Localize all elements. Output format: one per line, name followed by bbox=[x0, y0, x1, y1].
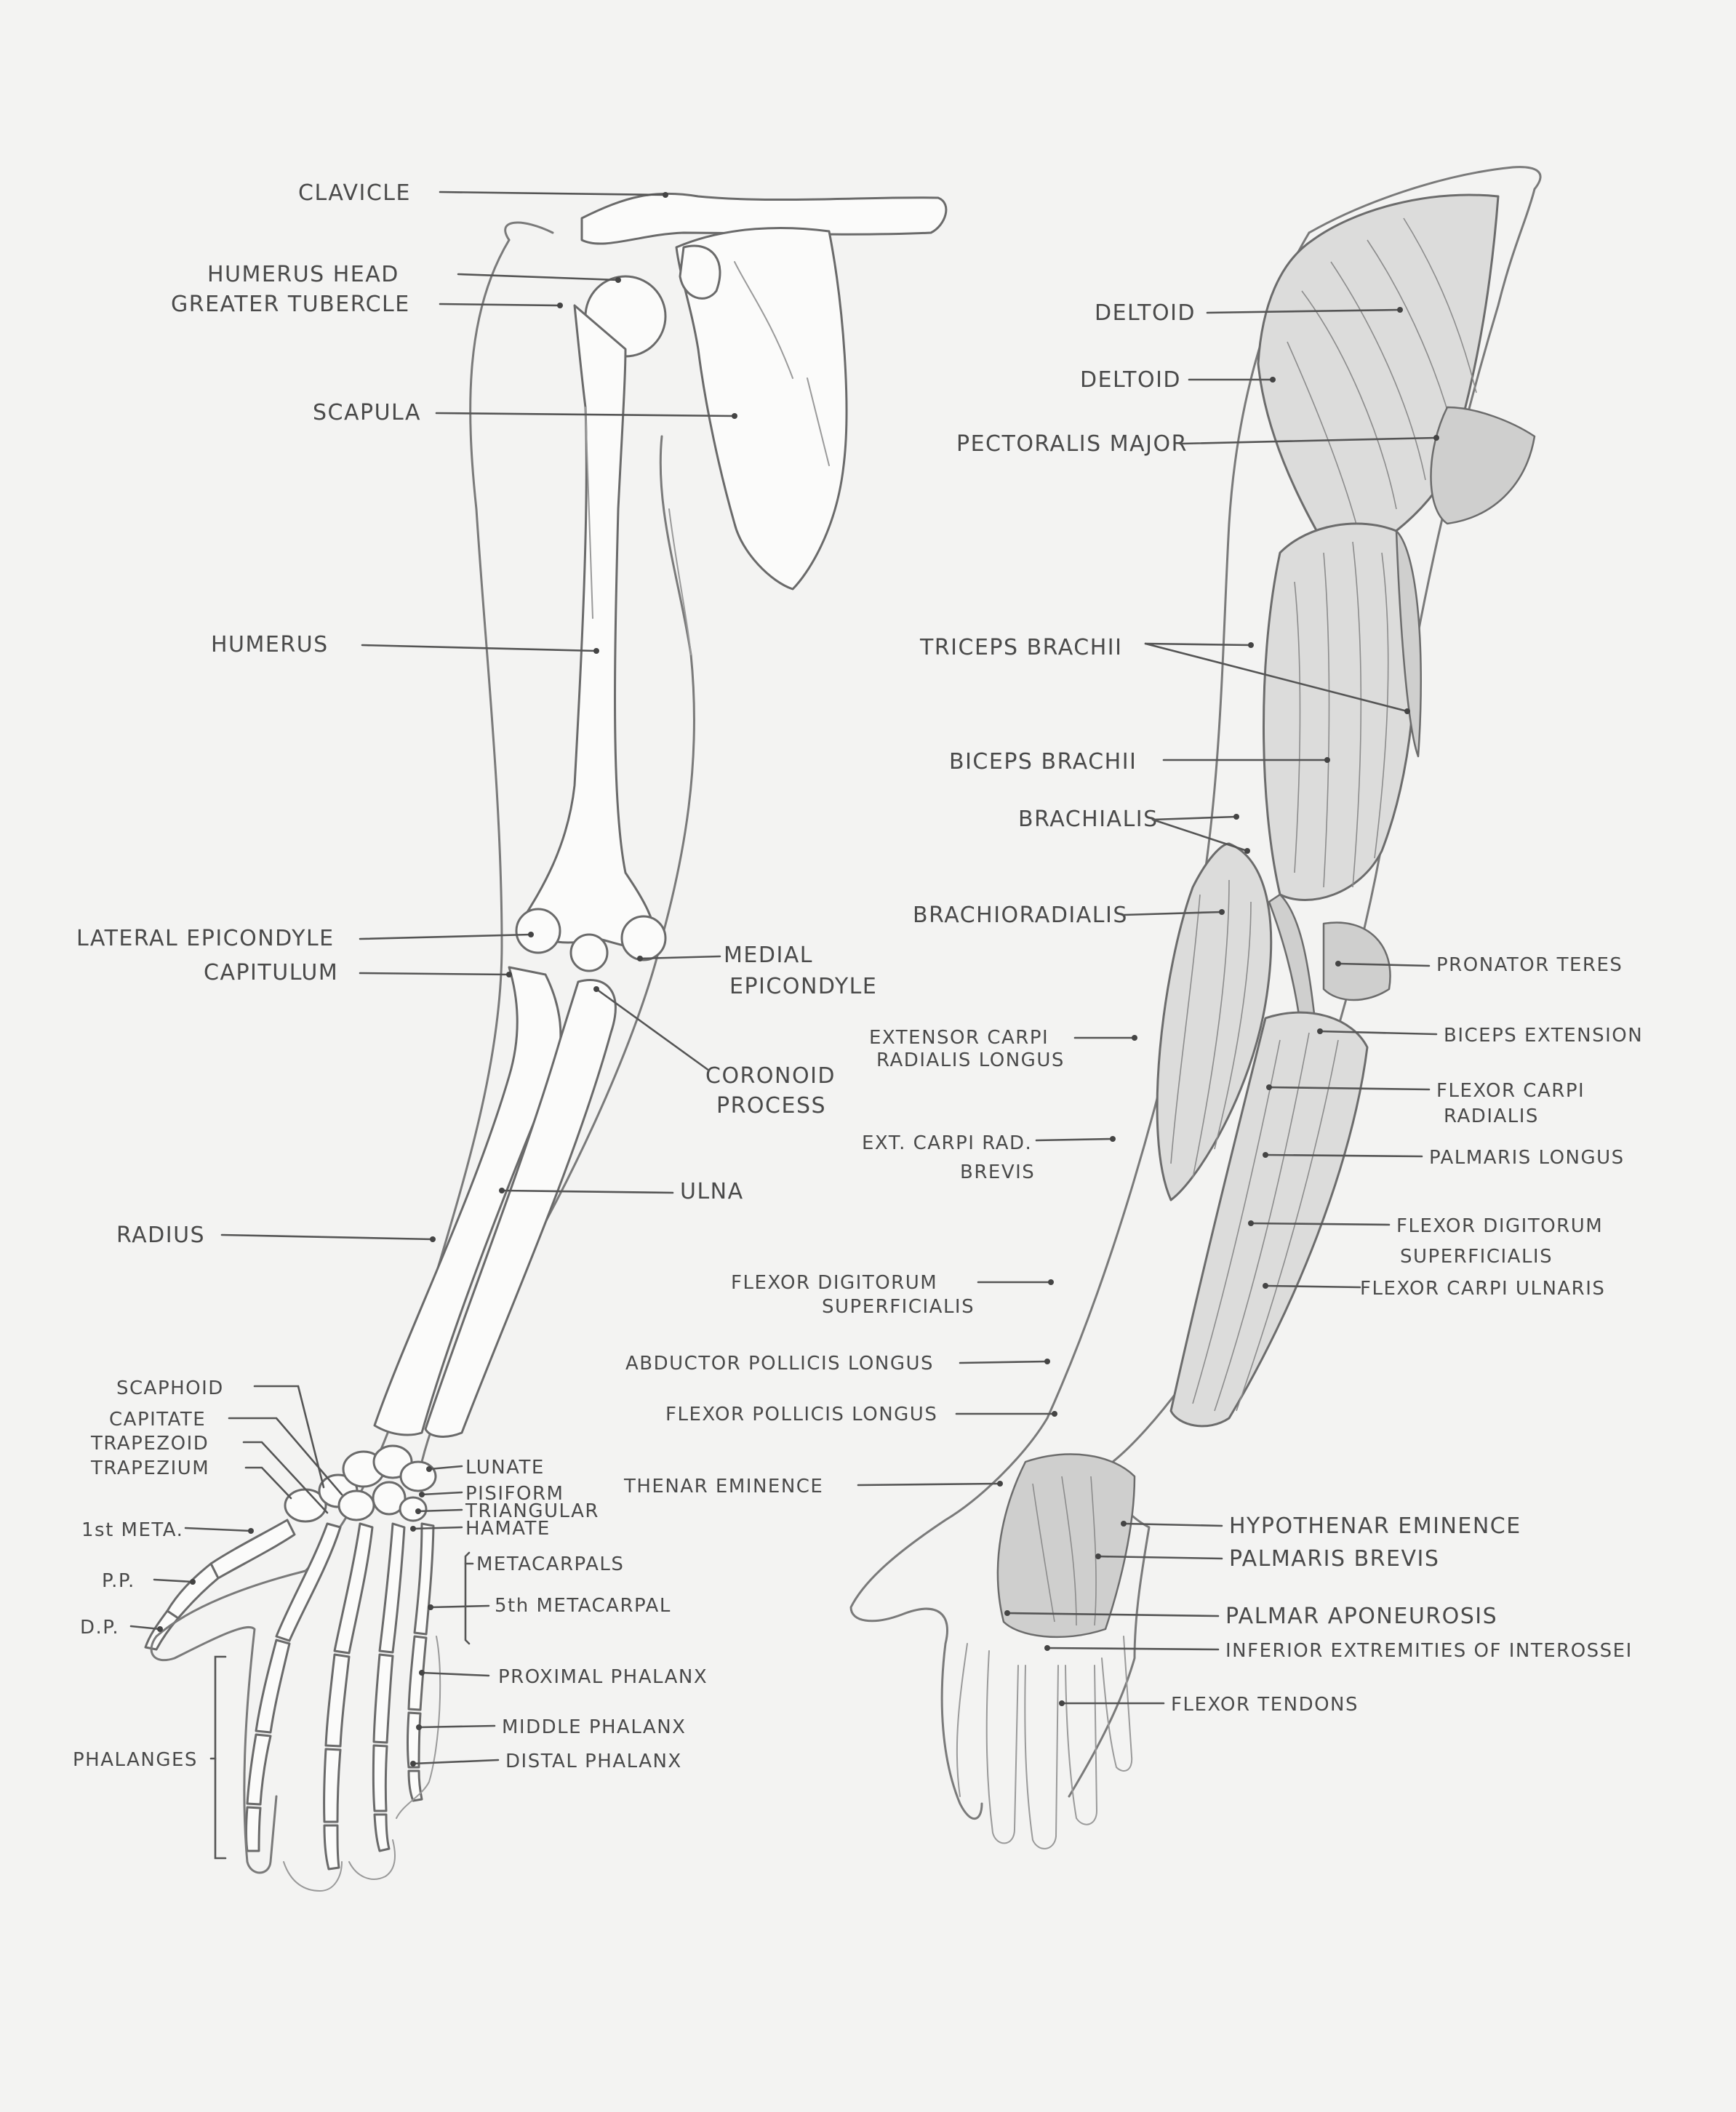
label-radius: RADIUS bbox=[116, 1223, 205, 1248]
label-interossei: INFERIOR EXTREMITIES OF INTEROSSEI bbox=[1225, 1640, 1633, 1662]
label-fds-left-1: FLEXOR DIGITORUM bbox=[731, 1272, 937, 1294]
biceps-muscle bbox=[1263, 522, 1416, 901]
triceps-muscle bbox=[1395, 529, 1422, 758]
thumb-bones bbox=[144, 1519, 296, 1651]
label-distal-phalanx: DISTAL PHALANX bbox=[505, 1751, 682, 1772]
clavicle-bone bbox=[580, 192, 948, 245]
label-lunate: LUNATE bbox=[465, 1457, 545, 1479]
label-pectoralis-major: PECTORALIS MAJOR bbox=[956, 431, 1188, 457]
label-middle-phalanx: MIDDLE PHALANX bbox=[502, 1716, 686, 1738]
label-palmaris-longus: PALMARIS LONGUS bbox=[1429, 1147, 1625, 1169]
muscle-hand-fingers bbox=[956, 1636, 1133, 1849]
label-fds-right-1: FLEXOR DIGITORUM bbox=[1396, 1215, 1603, 1237]
label-flexor-tendons: FLEXOR TENDONS bbox=[1171, 1694, 1359, 1716]
label-hamate: HAMATE bbox=[465, 1518, 551, 1540]
scapula-bone bbox=[675, 226, 848, 591]
label-palmar-aponeurosis: PALMAR APONEUROSIS bbox=[1225, 1604, 1497, 1629]
label-pisiform: PISIFORM bbox=[465, 1483, 564, 1505]
label-medial-epicondyle-2: EPICONDYLE bbox=[729, 974, 877, 999]
label-deltoid-2: DELTOID bbox=[1080, 367, 1181, 393]
finger-bones bbox=[245, 1522, 435, 1871]
label-phalanges: PHALANGES bbox=[73, 1749, 198, 1771]
label-deltoid-1: DELTOID bbox=[1095, 300, 1196, 326]
label-scapula: SCAPULA bbox=[313, 400, 421, 425]
label-medial-epicondyle-1: MEDIAL bbox=[724, 943, 813, 968]
label-apl: ABDUCTOR POLLICIS LONGUS bbox=[625, 1353, 934, 1375]
label-ecrl-1: EXTENSOR CARPI bbox=[869, 1027, 1049, 1049]
label-fds-right-2: SUPERFICIALIS bbox=[1400, 1246, 1553, 1268]
label-palmaris-brevis: PALMARIS BREVIS bbox=[1229, 1546, 1439, 1572]
label-triangular: TRIANGULAR bbox=[465, 1500, 599, 1522]
label-pronator-teres: PRONATOR TERES bbox=[1436, 954, 1623, 976]
label-capitulum: CAPITULUM bbox=[204, 960, 338, 985]
label-biceps-extension: BICEPS EXTENSION bbox=[1444, 1025, 1643, 1047]
label-scaphoid: SCAPHOID bbox=[116, 1377, 224, 1399]
label-fcr-2: RADIALIS bbox=[1444, 1105, 1539, 1127]
palm bbox=[996, 1453, 1136, 1639]
label-brachioradialis: BRACHIORADIALIS bbox=[913, 903, 1128, 928]
label-metacarpals: METACARPALS bbox=[476, 1553, 624, 1575]
label-proximal-phalanx: PROXIMAL PHALANX bbox=[498, 1666, 708, 1688]
label-pp: P.P. bbox=[102, 1570, 135, 1592]
muscle-leader-lines bbox=[857, 307, 1439, 1706]
label-hypothenar: HYPOTHENAR EMINENCE bbox=[1229, 1513, 1521, 1539]
label-greater-tubercle: GREATER TUBERCLE bbox=[171, 292, 410, 317]
carpal-bones bbox=[284, 1444, 437, 1523]
label-fpl: FLEXOR POLLICIS LONGUS bbox=[665, 1404, 937, 1425]
label-humerus-head: HUMERUS HEAD bbox=[207, 262, 399, 287]
label-ecrl-2: RADIALIS LONGUS bbox=[876, 1049, 1065, 1071]
label-thenar: THENAR EMINENCE bbox=[623, 1476, 823, 1497]
brachioradialis-muscle bbox=[1156, 842, 1273, 1201]
label-fcr-1: FLEXOR CARPI bbox=[1436, 1080, 1585, 1102]
label-dp: D.P. bbox=[80, 1617, 119, 1639]
pronator-teres-muscle bbox=[1322, 921, 1391, 1001]
label-capitate: CAPITATE bbox=[109, 1409, 206, 1431]
label-triceps-brachii: TRICEPS BRACHII bbox=[919, 635, 1123, 660]
humerus-bone bbox=[519, 304, 660, 950]
label-first-meta: 1st META. bbox=[81, 1519, 183, 1541]
label-lateral-epicondyle: LATERAL EPICONDYLE bbox=[76, 926, 335, 951]
ulna-bone bbox=[424, 979, 617, 1438]
pectoralis-muscle bbox=[1430, 406, 1536, 525]
label-fds-left-2: SUPERFICIALIS bbox=[822, 1296, 975, 1318]
label-brachialis: BRACHIALIS bbox=[1018, 807, 1159, 832]
label-coronoid-2: PROCESS bbox=[716, 1093, 826, 1119]
label-fcu: FLEXOR CARPI ULNARIS bbox=[1360, 1278, 1605, 1300]
label-clavicle: CLAVICLE bbox=[298, 180, 411, 206]
skeleton-drawing: CLAVICLE HUMERUS HEAD GREATER TUBERCLE S… bbox=[73, 180, 948, 1892]
muscle-drawing: DELTOID DELTOID PECTORALIS MAJOR TRICEPS… bbox=[623, 166, 1643, 1849]
label-fifth-metacarpal: 5th METACARPAL bbox=[495, 1595, 671, 1617]
label-ecrb-2: BREVIS bbox=[960, 1161, 1035, 1183]
label-trapezium: TRAPEZIUM bbox=[90, 1457, 209, 1479]
skeleton-leader-lines bbox=[129, 191, 737, 1860]
label-coronoid-1: CORONOID bbox=[705, 1063, 836, 1089]
label-humerus: HUMERUS bbox=[211, 632, 329, 657]
label-trapezoid: TRAPEZOID bbox=[90, 1433, 209, 1455]
label-ulna: ULNA bbox=[680, 1179, 744, 1204]
label-biceps-brachii: BICEPS BRACHII bbox=[949, 749, 1137, 775]
label-ecrb-1: EXT. CARPI RAD. bbox=[862, 1132, 1032, 1154]
